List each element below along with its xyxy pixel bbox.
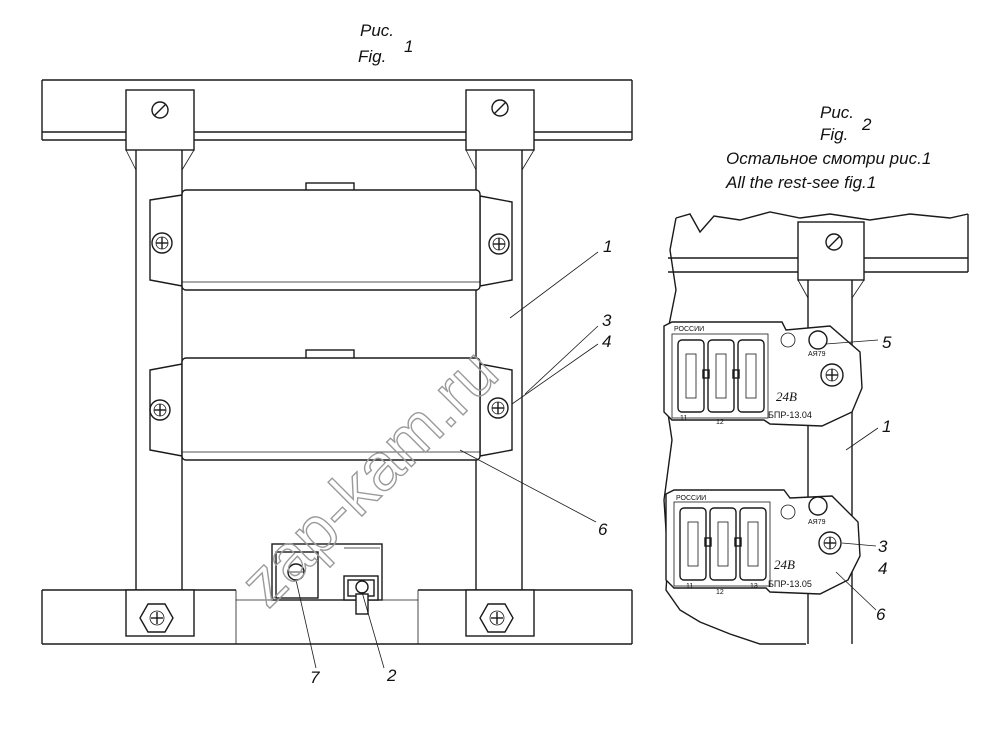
callout-7-fig1: 7 xyxy=(310,668,320,687)
hex-bolt-bottom-right xyxy=(479,603,514,633)
callout-3-fig1: 3 xyxy=(602,311,612,330)
voltage-label-lower: 24В xyxy=(774,557,795,572)
callout-1-fig2: 1 xyxy=(882,417,891,436)
bottom-holder-assembly xyxy=(271,543,383,615)
phillips-screw xyxy=(151,232,173,254)
voltage-label-upper: 24В xyxy=(776,389,797,404)
callout-2-fig1: 2 xyxy=(386,666,397,685)
fig2-note-en: All the rest-see fig.1 xyxy=(725,173,876,192)
figure-2: Рис. Fig. 2 Остальное смотри рис.1 All t… xyxy=(663,103,969,645)
fuse-block-lower-fig2: РОССИИ АЯ79 24В БПР-13.05 11 12 13 xyxy=(665,489,861,596)
leader-lines-fig2 xyxy=(825,339,879,611)
slot-label-lower-b: 12 xyxy=(716,589,724,596)
fuse-block-upper-fig1 xyxy=(149,182,513,291)
phillips-screw xyxy=(488,233,510,255)
callout-4-fig2: 4 xyxy=(878,559,887,578)
callout-6-fig2: 6 xyxy=(876,605,886,624)
fig1-title-en: Fig. xyxy=(358,47,386,66)
callout-1-fig1: 1 xyxy=(603,237,612,256)
fig2-title-ru: Рис. xyxy=(820,103,854,122)
model-label-lower: БПР-13.05 xyxy=(768,579,812,589)
left-bracket xyxy=(125,89,195,637)
cert-label-upper: АЯ79 xyxy=(808,351,826,358)
fig2-note-ru: Остальное смотри рис.1 xyxy=(726,149,931,168)
fig2-number: 2 xyxy=(861,115,872,134)
slotted-screw-top-left xyxy=(151,101,169,119)
fuse-block-upper-fig2: РОССИИ АЯ79 24В БПР-13.04 11 12 xyxy=(663,321,863,427)
maker-label-upper: РОССИИ xyxy=(674,326,704,333)
figure-1: Рис. Fig. 1 xyxy=(41,21,633,687)
leader-lines-fig1 xyxy=(295,251,599,669)
slot-label-lower-c: 13 xyxy=(750,583,758,590)
callout-3-fig2: 3 xyxy=(878,537,888,556)
fig1-number: 1 xyxy=(404,37,413,56)
fig2-title-en: Fig. xyxy=(820,125,848,144)
phillips-screw xyxy=(487,397,509,419)
slot-label-upper-a: 11 xyxy=(680,415,687,422)
maker-label-lower: РОССИИ xyxy=(676,495,706,502)
slot-label-upper-b: 12 xyxy=(716,419,724,426)
cert-label-lower: АЯ79 xyxy=(808,519,826,526)
phillips-screw xyxy=(149,399,171,421)
callout-5-fig2: 5 xyxy=(882,333,892,352)
model-label-upper: БПР-13.04 xyxy=(768,410,812,420)
callout-4-fig1: 4 xyxy=(602,332,611,351)
slot-label-lower-a: 11 xyxy=(686,583,693,590)
slotted-screw-top-right xyxy=(491,99,509,117)
hex-bolt-bottom-left xyxy=(139,603,174,633)
callout-6-fig1: 6 xyxy=(598,520,608,539)
fig1-title-ru: Рис. xyxy=(360,21,394,40)
